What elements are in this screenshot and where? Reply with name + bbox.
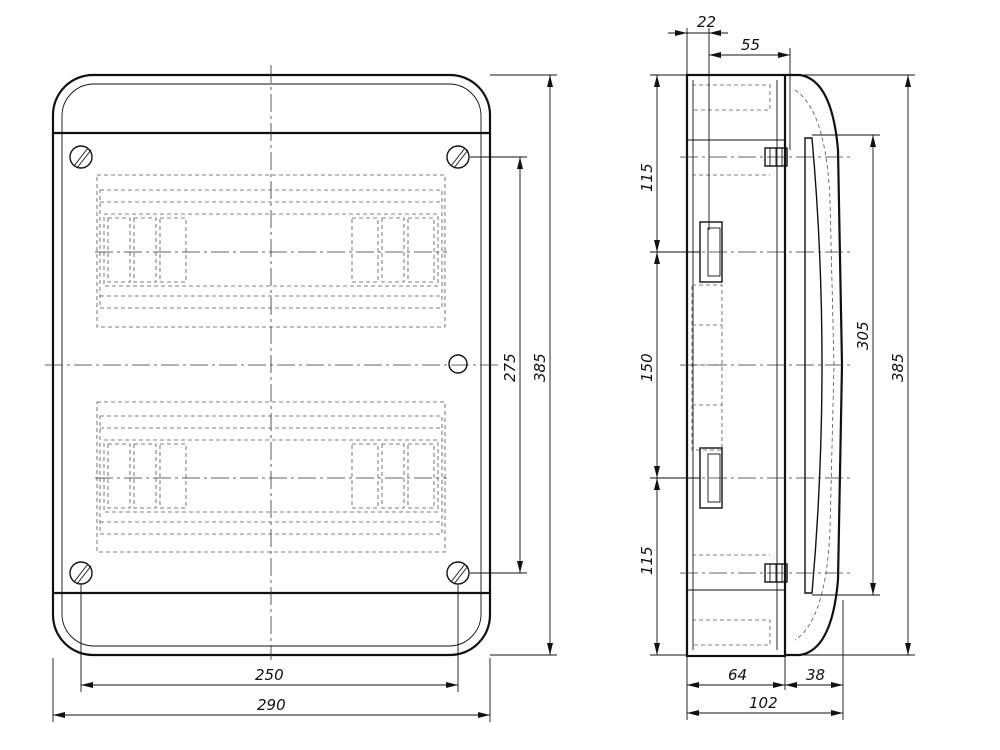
dimension-290: 290 bbox=[52, 658, 491, 722]
dimension-250: 250 bbox=[80, 585, 459, 692]
dim-label-115-top: 115 bbox=[638, 163, 656, 192]
front-view: 250 290 275 385 bbox=[45, 65, 557, 722]
dimension-150: 150 bbox=[638, 252, 700, 479]
dim-label-115-bottom: 115 bbox=[638, 546, 656, 575]
dim-label-150: 150 bbox=[638, 353, 656, 382]
dim-label-385-side: 385 bbox=[889, 353, 907, 382]
dim-label-102: 102 bbox=[749, 694, 778, 712]
screw-top-right bbox=[446, 145, 470, 169]
dim-label-22: 22 bbox=[697, 13, 716, 31]
dim-label-250: 250 bbox=[255, 666, 284, 684]
din-row-bottom bbox=[95, 401, 447, 553]
screw-bottom-right bbox=[446, 561, 470, 585]
dimension-102: 102 bbox=[687, 694, 843, 716]
screw-top-left bbox=[69, 145, 93, 169]
door-lock bbox=[448, 354, 468, 374]
dim-label-305: 305 bbox=[854, 321, 872, 350]
dimension-385-side: 385 bbox=[800, 74, 915, 656]
dimension-115-bottom: 115 bbox=[638, 478, 687, 656]
dimension-38: 38 bbox=[785, 600, 844, 720]
dim-label-55: 55 bbox=[741, 36, 760, 54]
dim-label-385-front: 385 bbox=[531, 353, 549, 382]
dim-label-38: 38 bbox=[806, 666, 825, 684]
dimension-115-top: 115 bbox=[638, 74, 700, 253]
dimension-55: 55 bbox=[709, 36, 791, 150]
dimension-385-front: 385 bbox=[490, 74, 557, 656]
din-row-top bbox=[95, 174, 447, 328]
side-view: 22 55 115 150 bbox=[638, 13, 915, 720]
screw-bottom-left bbox=[69, 561, 93, 585]
dimension-305: 305 bbox=[812, 134, 880, 596]
dimension-64: 64 bbox=[686, 656, 786, 720]
dim-label-64: 64 bbox=[728, 666, 747, 684]
dimension-22: 22 bbox=[668, 13, 728, 230]
dimension-275: 275 bbox=[470, 156, 527, 574]
dim-label-290: 290 bbox=[257, 696, 286, 714]
dim-label-275: 275 bbox=[501, 353, 519, 382]
side-hidden-lines bbox=[691, 84, 771, 646]
